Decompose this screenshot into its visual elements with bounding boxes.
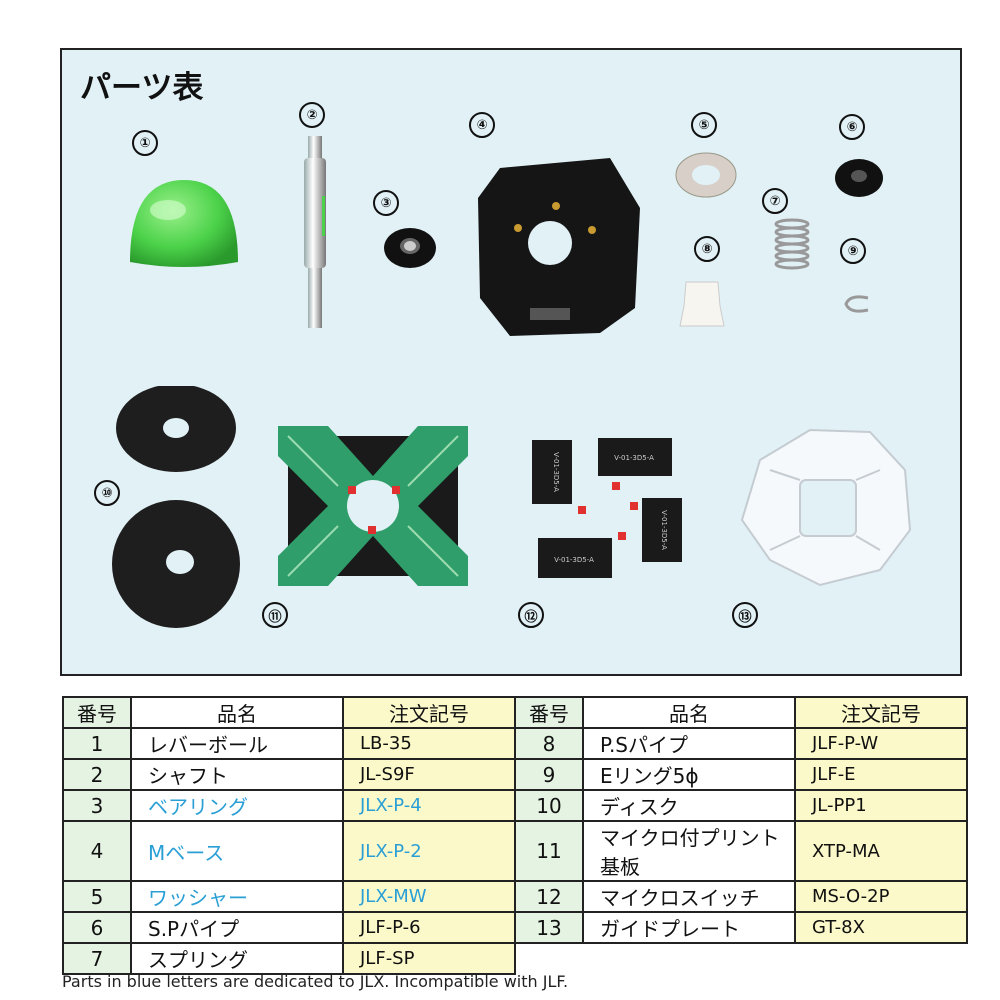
row-order-code: JL-S9F — [342, 758, 516, 791]
marker-2: ② — [299, 102, 325, 128]
row-order-code: LB-35 — [342, 727, 516, 760]
marker-11: ⑪ — [262, 602, 288, 628]
row-number: 3 — [62, 789, 132, 822]
row-number: 12 — [514, 880, 584, 913]
switch-label-3: V-01-3D5-A — [554, 556, 594, 564]
table-row: 4 Mベース JLX-P-2 11 マイクロ付プリント基板 XTP-MA — [62, 820, 968, 882]
m-base-image — [478, 158, 640, 336]
footnote: Parts in blue letters are dedicated to J… — [62, 972, 569, 991]
marker-10: ⑩ — [94, 480, 120, 506]
header-order-code: 注文記号 — [342, 696, 516, 729]
row-part-name-jlx: ベアリング — [130, 789, 344, 822]
row-part-name: スプリング — [130, 942, 344, 975]
table-row: 7 スプリング JLF-SP — [62, 942, 967, 975]
row-number: 7 — [62, 942, 132, 975]
table-row: 1 レバーボール LB-35 8 P.Sパイプ JLF-P-W — [62, 727, 968, 760]
marker-12: ⑫ — [518, 602, 544, 628]
ps-pipe-image — [679, 281, 725, 327]
spring-image — [774, 218, 810, 270]
row-part-name-jlx: ワッシャー — [130, 880, 344, 913]
disc-image — [112, 386, 240, 628]
table-row: 6 S.Pパイプ JLF-P-6 13 ガイドプレート GT-8X — [62, 911, 968, 944]
row-part-name: マイクロ付プリント基板 — [582, 820, 796, 882]
row-order-code-jlx: JLX-MW — [342, 880, 516, 913]
row-order-code-jlx: JLX-P-2 — [342, 820, 516, 882]
pcb-image — [278, 426, 468, 586]
row-part-name-jlx: Mベース — [130, 820, 344, 882]
marker-6: ⑥ — [839, 114, 865, 140]
parts-table: 番号 品名 注文記号 番号 品名 注文記号 1 レバーボール LB-35 8 P… — [62, 696, 968, 975]
switch-label-2: V-01-3D5-A — [614, 454, 654, 462]
panel-title: パーツ表 — [80, 70, 204, 106]
table-empty-cell — [515, 943, 967, 974]
switch-label-4: V-01-3D5-A — [660, 510, 668, 550]
row-order-code: JLF-E — [794, 758, 968, 791]
lever-ball-image — [130, 180, 238, 267]
marker-9: ⑨ — [840, 238, 866, 264]
washer-image — [675, 152, 737, 198]
marker-1: ① — [132, 130, 158, 156]
row-number: 6 — [62, 911, 132, 944]
row-number: 4 — [62, 820, 132, 882]
row-order-code: JLF-SP — [342, 942, 516, 975]
row-number: 9 — [514, 758, 584, 791]
table-header-row: 番号 品名 注文記号 番号 品名 注文記号 — [62, 696, 968, 729]
table-row: 5 ワッシャー JLX-MW 12 マイクロスイッチ MS-O-2P — [62, 880, 968, 913]
marker-7: ⑦ — [762, 188, 788, 214]
table-row: 2 シャフト JL-S9F 9 Eリング5ϕ JLF-E — [62, 758, 968, 791]
header-number: 番号 — [62, 696, 132, 729]
marker-13: ⑬ — [732, 602, 758, 628]
marker-8: ⑧ — [694, 236, 720, 262]
marker-3: ③ — [373, 190, 399, 216]
e-ring-image — [844, 295, 869, 313]
row-part-name: ガイドプレート — [582, 911, 796, 944]
row-order-code-jlx: JLX-P-4 — [342, 789, 516, 822]
guide-plate-image — [740, 428, 912, 587]
shaft-image — [304, 136, 326, 328]
row-part-name: マイクロスイッチ — [582, 880, 796, 913]
row-part-name: ディスク — [582, 789, 796, 822]
row-number: 2 — [62, 758, 132, 791]
row-order-code: XTP-MA — [794, 820, 968, 882]
table-row: 3 ベアリング JLX-P-4 10 ディスク JL-PP1 — [62, 789, 968, 822]
header-order-code-2: 注文記号 — [794, 696, 968, 729]
switch-label-1: V-01-3D5-A — [552, 452, 560, 492]
row-order-code: MS-O-2P — [794, 880, 968, 913]
sp-pipe-image — [835, 159, 883, 197]
row-part-name: シャフト — [130, 758, 344, 791]
row-order-code: JLF-P-W — [794, 727, 968, 760]
bearing-image — [384, 228, 436, 268]
parts-illustration-panel: パーツ表 ① ② ③ ④ ⑤ ⑥ ⑦ ⑧ ⑨ ⑩ ⑪ ⑫ ⑬ — [60, 48, 962, 676]
row-order-code: JLF-P-6 — [342, 911, 516, 944]
row-order-code: JL-PP1 — [794, 789, 968, 822]
header-name: 品名 — [130, 696, 344, 729]
micro-switches-image: V-01-3D5-A V-01-3D5-A V-01-3D5-A V-01-3D… — [532, 438, 682, 578]
row-part-name: P.Sパイプ — [582, 727, 796, 760]
header-name-2: 品名 — [582, 696, 796, 729]
row-part-name: S.Pパイプ — [130, 911, 344, 944]
row-number: 13 — [514, 911, 584, 944]
row-number: 10 — [514, 789, 584, 822]
row-part-name: Eリング5ϕ — [582, 758, 796, 791]
marker-4: ④ — [469, 112, 495, 138]
row-number: 11 — [514, 820, 584, 882]
marker-5: ⑤ — [691, 112, 717, 138]
row-part-name: レバーボール — [130, 727, 344, 760]
header-number-2: 番号 — [514, 696, 584, 729]
row-number: 1 — [62, 727, 132, 760]
row-order-code: GT-8X — [794, 911, 968, 944]
row-number: 8 — [514, 727, 584, 760]
row-number: 5 — [62, 880, 132, 913]
